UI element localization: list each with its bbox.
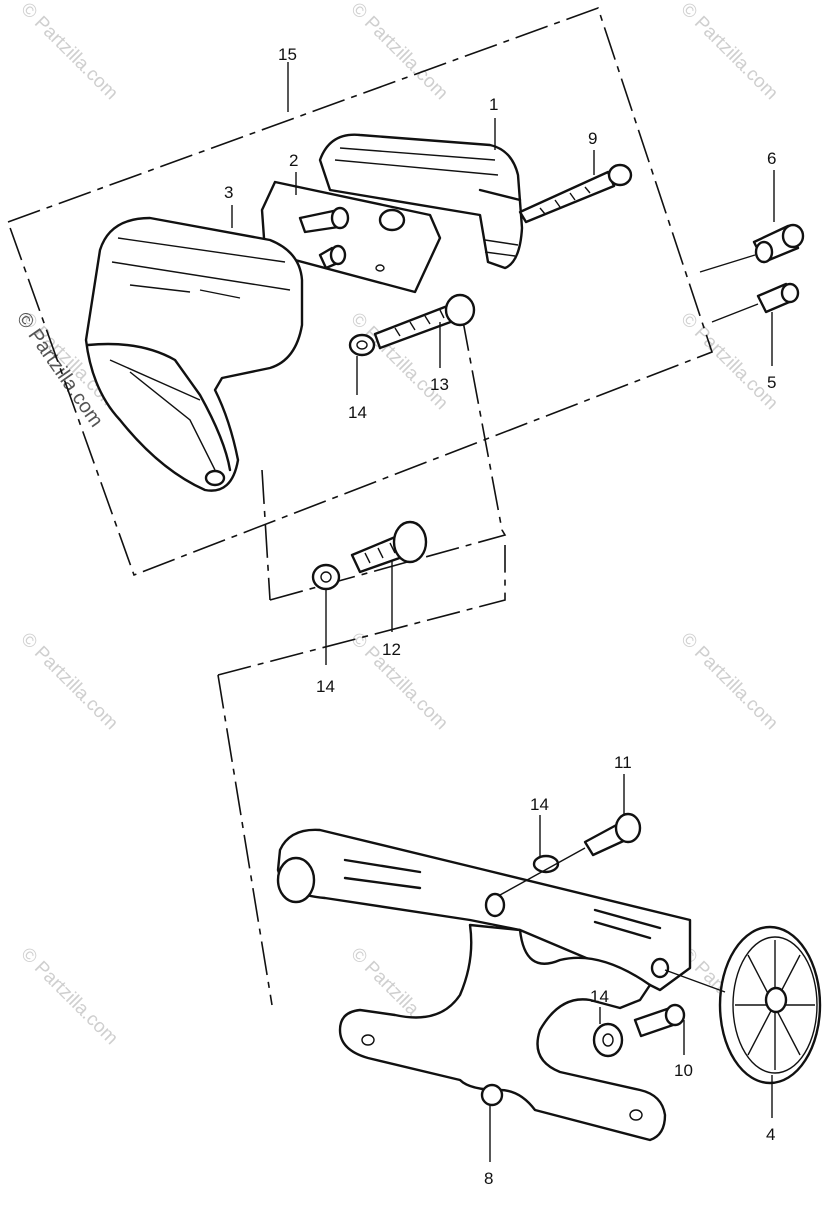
screw-13: [348, 293, 476, 357]
callout-5: 5: [767, 373, 776, 392]
license-bracket: [276, 828, 692, 1142]
screw-12: [311, 520, 428, 591]
mount-boundary: [261, 469, 271, 601]
lamp-base-plate: [260, 180, 442, 294]
callout-14: 14: [590, 987, 609, 1006]
watermark: © Partzilla.com: [676, 309, 781, 414]
watermark: © Partzilla.com: [676, 629, 781, 734]
nut-6: [699, 223, 805, 273]
lamp-housing: [84, 216, 304, 492]
callout-11: 11: [614, 753, 632, 772]
watermark: © Partzilla.com: [346, 0, 451, 104]
callout-14: 14: [348, 403, 367, 422]
callout-2: 2: [289, 151, 298, 170]
assembly-boundary: [7, 6, 713, 577]
screw-10: [592, 1003, 686, 1058]
watermark: © Partzilla.com: [16, 0, 121, 104]
tail-lamp-lens: [318, 133, 524, 270]
callout-12: 12: [382, 640, 401, 659]
callout-1: 1: [489, 95, 498, 114]
callout-4: 4: [766, 1125, 775, 1144]
callout-6: 6: [767, 149, 776, 168]
callout-9: 9: [588, 129, 597, 148]
callout-15: 15: [278, 45, 297, 64]
lower-boundary-left: [217, 674, 273, 1006]
lower-boundary: [217, 545, 506, 676]
lens-screw: [518, 163, 633, 224]
callout-8: 8: [484, 1169, 493, 1188]
callout-13: 13: [430, 375, 449, 394]
screw-11: [499, 812, 642, 896]
callout-3: 3: [224, 183, 233, 202]
watermark: © Partzilla.com: [16, 944, 121, 1049]
reflector: [664, 925, 822, 1085]
callout-10: 10: [674, 1061, 693, 1080]
watermark: © Partzilla.com: [676, 0, 781, 104]
callout-14: 14: [316, 677, 335, 696]
watermark: © Partzilla.com: [16, 629, 121, 734]
nut-5: [711, 282, 800, 323]
bracket-boundary: [269, 299, 507, 601]
callout-14: 14: [530, 795, 549, 814]
